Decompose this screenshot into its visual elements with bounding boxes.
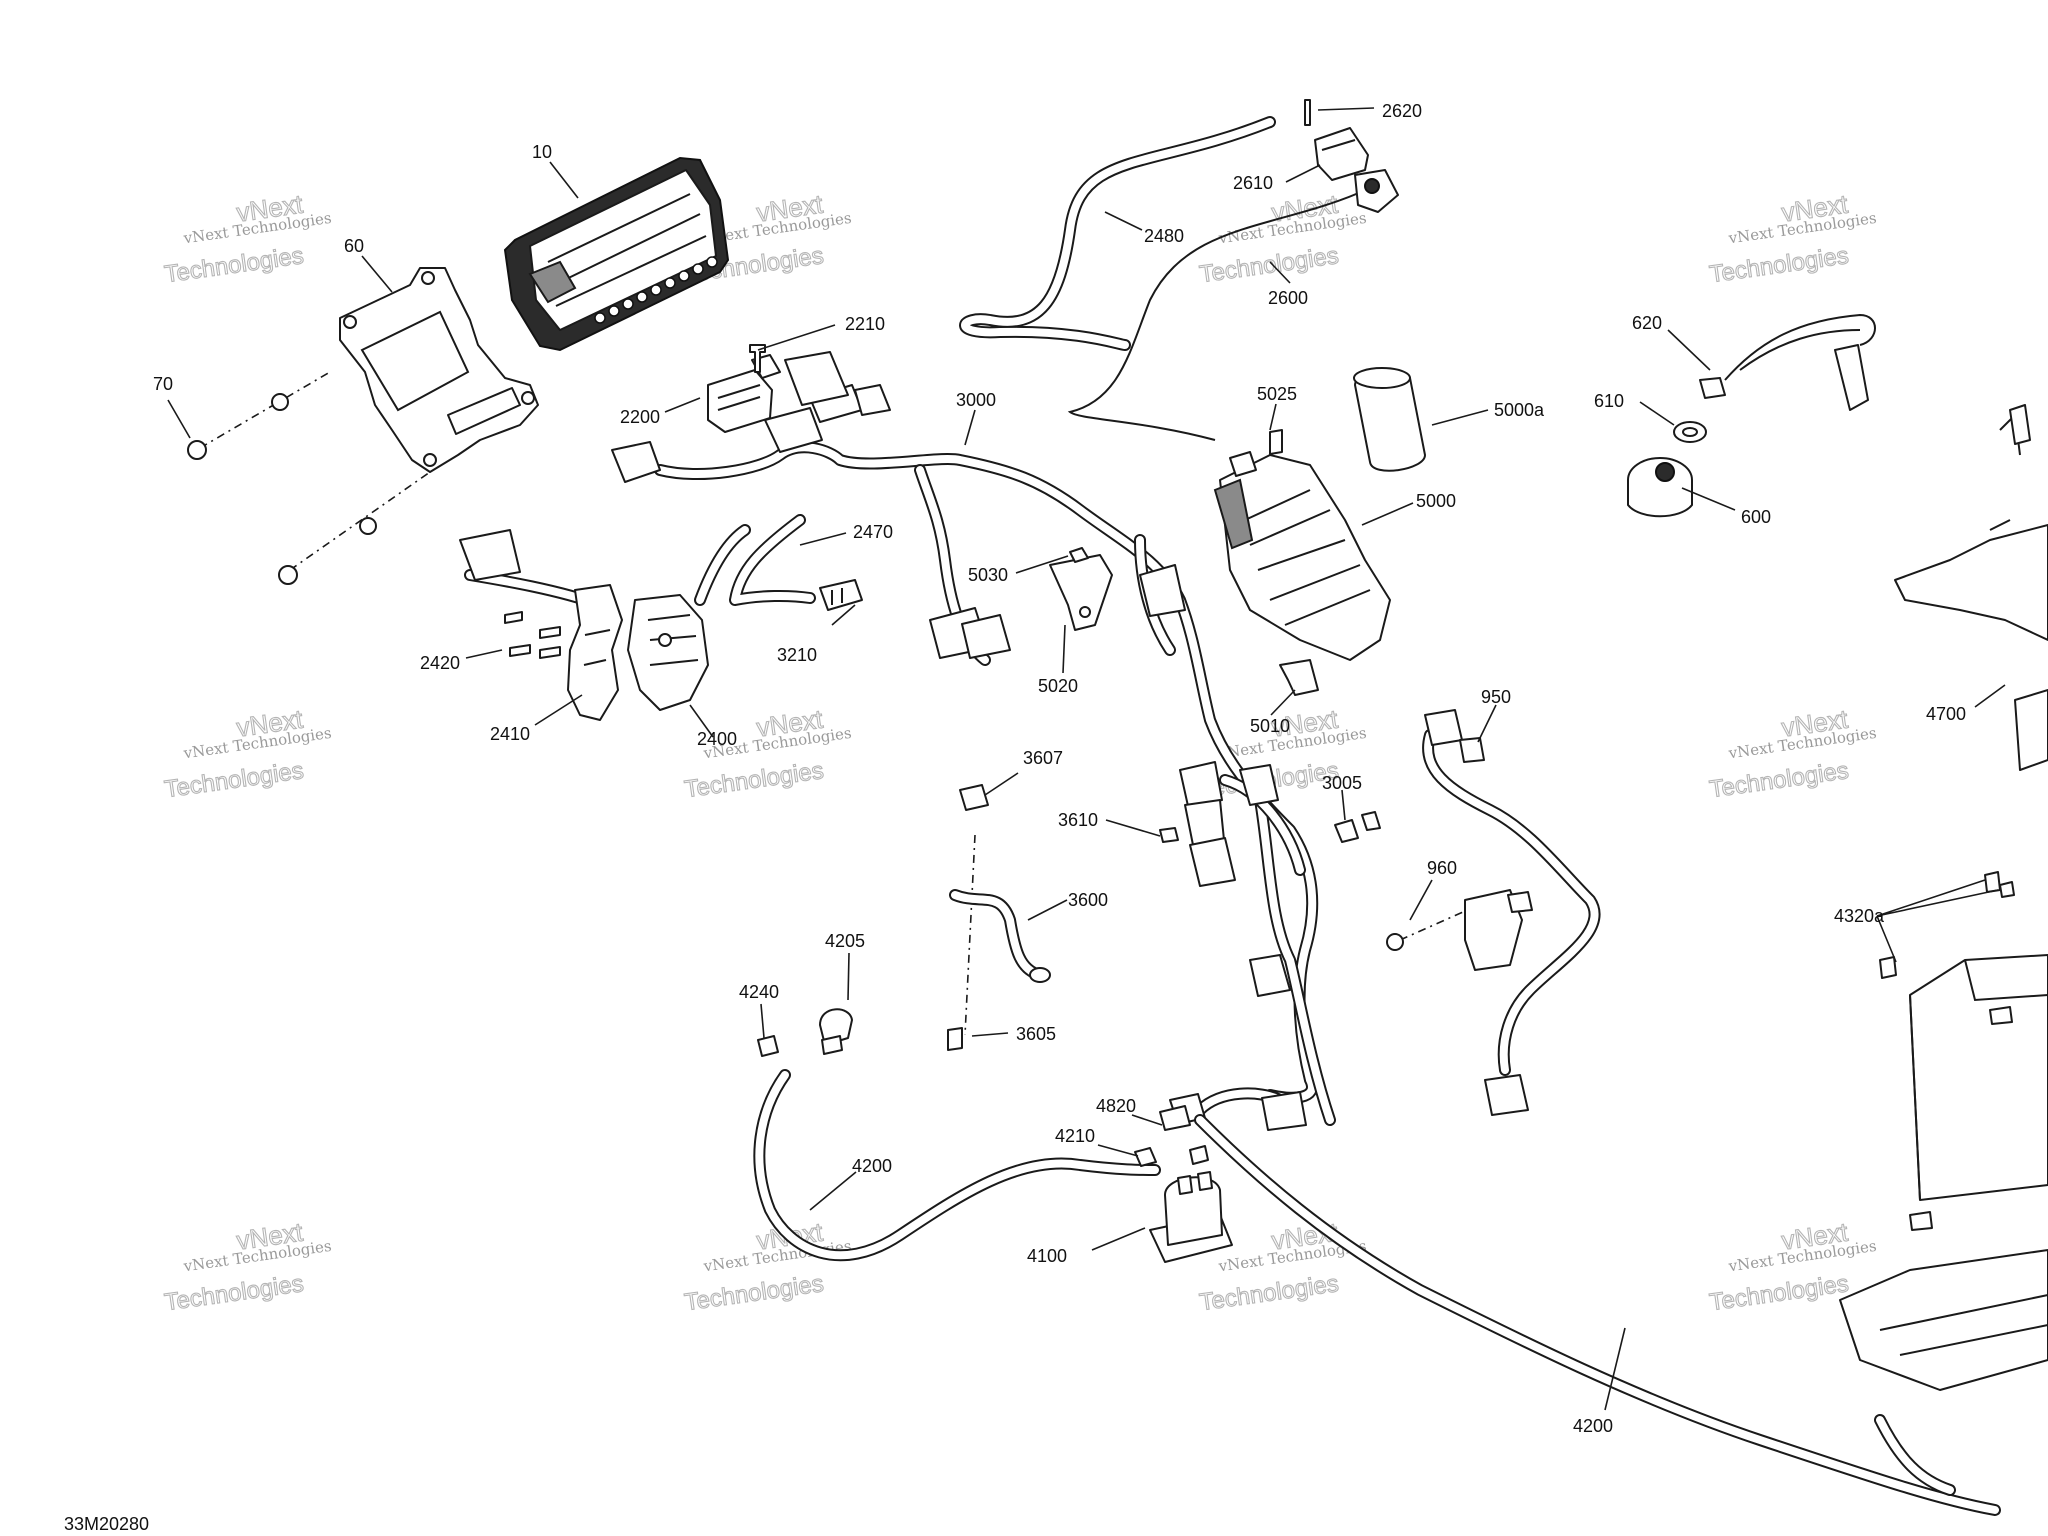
nut-3005-part <box>1334 811 1381 843</box>
callout-4210: 4210 <box>1055 1126 1095 1146</box>
ecu-5000-part <box>1213 451 1391 661</box>
watermark: vNext vNext Technologies Technologies <box>1197 188 1367 289</box>
battery-tray-part <box>1839 1211 2048 1391</box>
callout-960: 960 <box>1427 858 1457 878</box>
leader-lines <box>167 107 2006 1411</box>
callout-4700: 4700 <box>1926 704 1966 724</box>
watermark-line3: Technologies <box>1708 757 1851 803</box>
callout-620: 620 <box>1632 313 1662 333</box>
callout-4205: 4205 <box>825 931 865 951</box>
screws-2420-part <box>504 611 561 659</box>
watermark-line3: Technologies <box>163 1270 306 1316</box>
nut-5030-part <box>1069 547 1089 563</box>
watermark: vNext vNext Technologies Technologies <box>1707 703 1877 804</box>
nut-610-part <box>1673 421 1707 443</box>
cluster-bracket-part <box>339 267 539 473</box>
tether-cord-620-part <box>1699 313 1876 411</box>
callout-2210: 2210 <box>845 314 885 334</box>
watermark: vNext vNext Technologies Technologies <box>162 703 332 804</box>
callout-3210: 3210 <box>777 645 817 665</box>
clip-5010-part <box>1279 659 1319 696</box>
callout-4100: 4100 <box>1027 1246 1067 1266</box>
connector-4820-part <box>1159 1105 1209 1165</box>
screws-70-part <box>187 371 431 585</box>
callout-2410: 2410 <box>490 724 530 744</box>
callout-2610: 2610 <box>1233 173 1273 193</box>
bracket-4700-part <box>1894 404 2048 771</box>
nut-4240-part <box>757 1035 779 1057</box>
callout-3005: 3005 <box>1322 773 1362 793</box>
callout-610: 610 <box>1594 391 1624 411</box>
screw-5025-part <box>1269 429 1283 455</box>
watermark-line3: Technologies <box>163 242 306 288</box>
callout-2420: 2420 <box>420 653 460 673</box>
callout-2200: 2200 <box>620 407 660 427</box>
callout-3607: 3607 <box>1023 748 1063 768</box>
callout-3605: 3605 <box>1016 1024 1056 1044</box>
harness-2600-part <box>1067 169 1399 441</box>
callout-4200: 4200 <box>852 1156 892 1176</box>
callout-70: 70 <box>153 374 173 394</box>
callout-4820: 4820 <box>1096 1096 1136 1116</box>
callout-labels: 10 60 70 2200 2210 3000 2470 3210 2420 2… <box>153 101 1966 1436</box>
nut-4210-part <box>1134 1147 1157 1167</box>
callout-2480: 2480 <box>1144 226 1184 246</box>
bracket-5020-part <box>1049 554 1113 631</box>
watermark: vNext vNext Technologies Technologies <box>162 1216 332 1317</box>
callout-3000: 3000 <box>956 390 996 410</box>
callout-3600: 3600 <box>1068 890 1108 910</box>
switch-housing-2400-part <box>627 524 751 711</box>
harness-2480-part <box>959 116 1276 351</box>
callout-2620: 2620 <box>1382 101 1422 121</box>
callout-2470: 2470 <box>853 522 893 542</box>
callout-3610: 3610 <box>1058 810 1098 830</box>
harness-2470-part <box>729 514 816 606</box>
watermark: vNext vNext Technologies Technologies <box>1707 188 1877 289</box>
drawing-reference-number: 33M20280 <box>64 1514 149 1534</box>
ground-cable-3600-part <box>947 784 1051 1051</box>
watermark: vNext vNext Technologies Technologies <box>682 703 852 804</box>
callout-5030: 5030 <box>968 565 1008 585</box>
watermark-line3: Technologies <box>1198 242 1341 288</box>
callout-60: 60 <box>344 236 364 256</box>
callout-5025: 5025 <box>1257 384 1297 404</box>
main-harness-3000-part <box>611 351 1336 1131</box>
callout-4240: 4240 <box>739 982 779 1002</box>
callout-5000: 5000 <box>1416 491 1456 511</box>
callout-5000a: 5000a <box>1494 400 1545 420</box>
callout-5010: 5010 <box>1250 716 1290 736</box>
watermark-line3: Technologies <box>1198 1270 1341 1316</box>
switch-housing-2410-part <box>459 529 623 721</box>
solenoid-4100-part <box>1149 1171 1233 1263</box>
module-2610-part <box>1304 99 1369 181</box>
relay-960-part <box>1386 889 1533 971</box>
connector-3210-part <box>819 579 863 611</box>
terminal-4205-part <box>819 1008 853 1055</box>
battery-part <box>1909 954 2048 1201</box>
callout-2400: 2400 <box>697 729 737 749</box>
watermark-line3: Technologies <box>1708 1270 1851 1316</box>
instrument-cluster-part <box>503 156 730 352</box>
watermark-line3: Technologies <box>1708 242 1851 288</box>
switch-600-part <box>1627 457 1693 518</box>
bolts-4320a-part <box>1879 871 2015 979</box>
callout-4200-lower: 4200 <box>1573 1416 1613 1436</box>
watermark: vNext vNext Technologies Technologies <box>162 188 332 289</box>
connector-3610-part <box>1159 827 1236 887</box>
watermark-line3: Technologies <box>683 1270 826 1316</box>
callout-4320a: 4320a <box>1834 906 1885 926</box>
callout-10: 10 <box>532 142 552 162</box>
filter-5000a-part <box>1353 367 1426 472</box>
callout-600: 600 <box>1741 507 1771 527</box>
watermark: vNext vNext Technologies Technologies <box>682 1216 852 1317</box>
watermark-line3: Technologies <box>683 757 826 803</box>
harness-950-part <box>1422 709 1601 1116</box>
watermark-line3: Technologies <box>163 757 306 803</box>
battery-cable-4200-part <box>753 1069 2001 1516</box>
callout-950: 950 <box>1481 687 1511 707</box>
callout-5020: 5020 <box>1038 676 1078 696</box>
callout-2600: 2600 <box>1268 288 1308 308</box>
